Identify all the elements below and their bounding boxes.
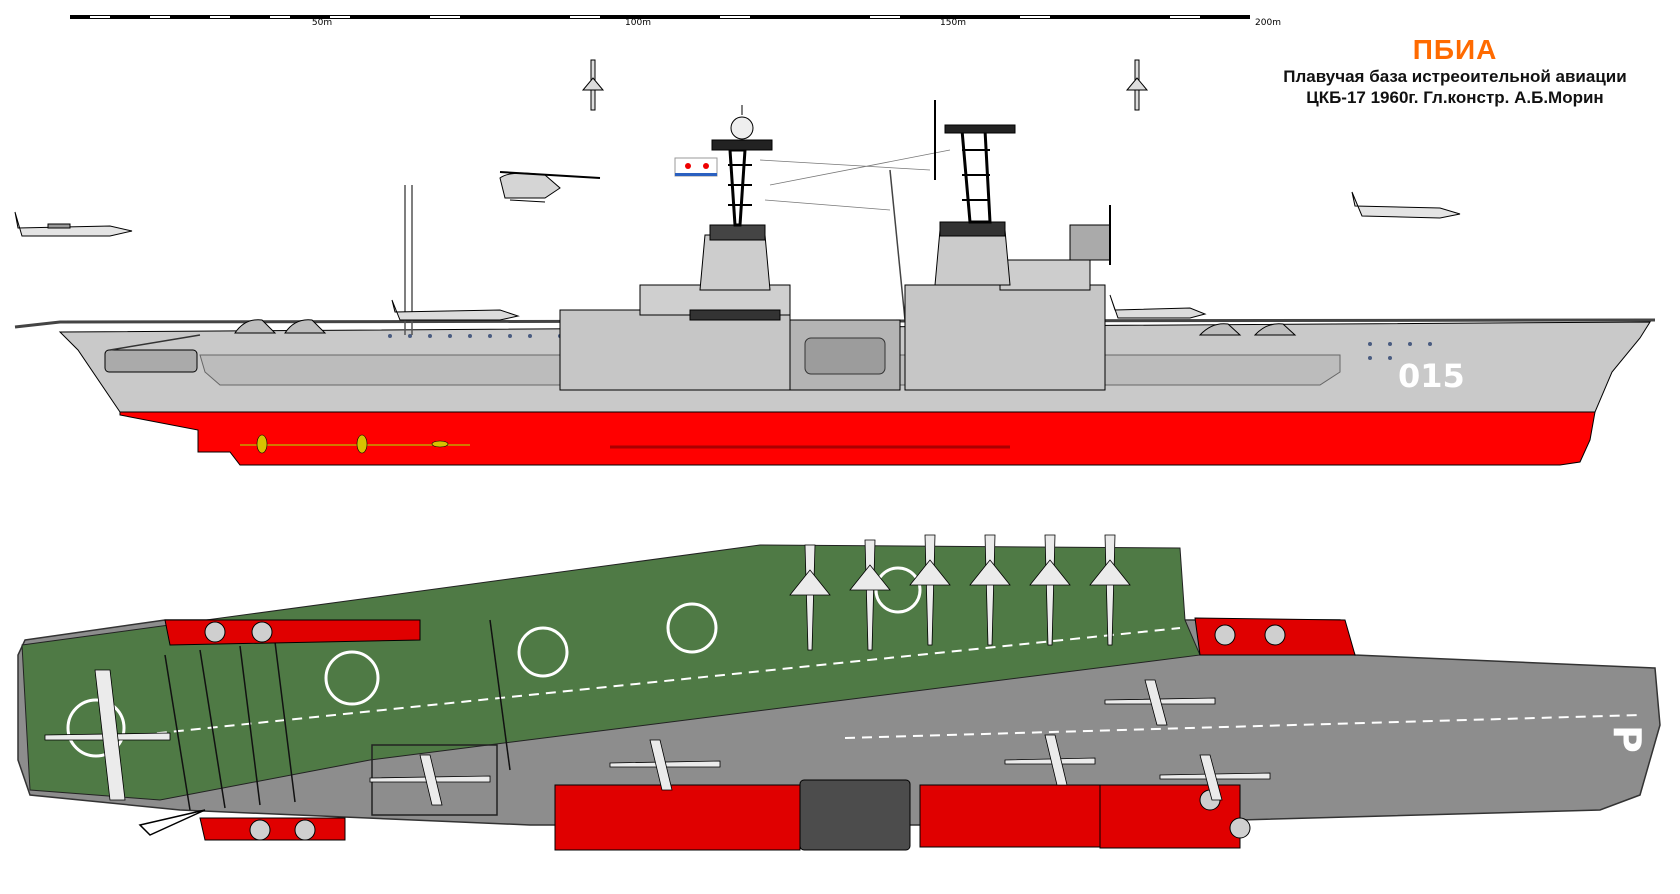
forward-superstructure	[904, 100, 1111, 391]
helicopter-icon	[499, 171, 601, 203]
scale-label-50: 50m	[311, 18, 333, 28]
drawing-title: ПБИА	[1412, 34, 1498, 65]
naval-flag-icon	[674, 157, 718, 177]
landing-markings	[66, 566, 922, 758]
aft-superstructure	[559, 105, 791, 391]
hull-number: 015	[1398, 357, 1465, 395]
sponsons	[164, 617, 1356, 851]
side-profile: 015	[14, 100, 1656, 466]
drawing-subtitle-line2: ЦКБ-17 1960г. Гл.констр. А.Б.Морин	[1306, 88, 1604, 107]
scale-ruler	[70, 15, 1250, 19]
scale-label-200: 200m	[1255, 18, 1281, 28]
scale-bar: 50m 100m 150m 200m	[70, 10, 1281, 34]
deck-jets	[44, 669, 1271, 806]
top-view: P	[17, 534, 1661, 851]
title-block: ПБИА Плавучая база истреоительной авиаци…	[1250, 34, 1660, 108]
funnel-top	[799, 779, 911, 851]
scale-label-150: 150m	[940, 18, 966, 28]
gun-mounts	[234, 319, 1297, 336]
jet-icon-right	[1351, 191, 1461, 219]
scale-label-100: 100m	[625, 18, 651, 28]
radar-dome-icon	[730, 116, 754, 140]
lower-hull	[119, 411, 1596, 466]
deck-jet-icon	[391, 294, 1207, 321]
deck-marking: P	[1605, 725, 1649, 753]
propeller-icon	[256, 434, 449, 454]
parked-jets	[789, 534, 1131, 651]
jet-icon	[14, 211, 133, 237]
missile-icon	[581, 59, 1149, 111]
drawing-subtitle-line1: Плавучая база истреоительной авиации	[1283, 67, 1627, 86]
